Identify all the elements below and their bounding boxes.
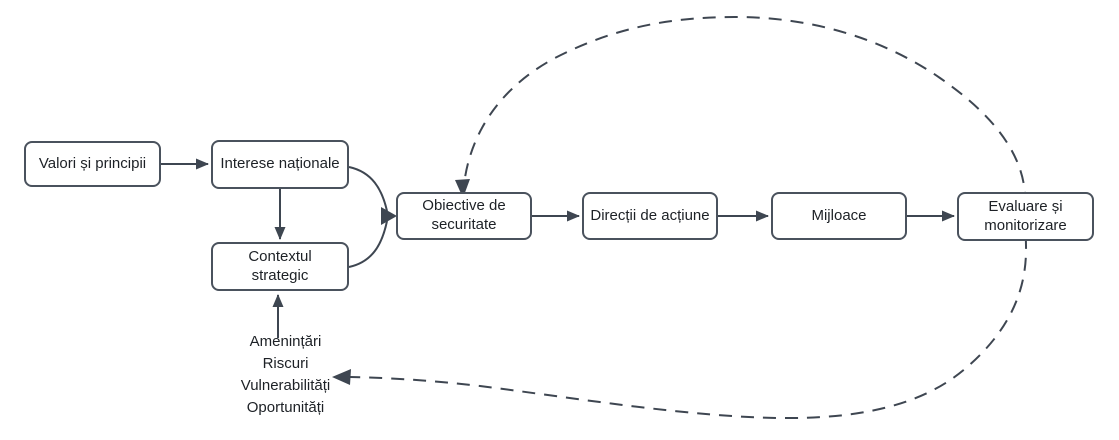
- node-mijloace: Mijloace: [771, 192, 907, 240]
- node-label: Obiective de securitate: [422, 197, 506, 233]
- threats-line: Amenințări: [249, 333, 322, 350]
- edge-contextul-to-obiective: [348, 220, 388, 268]
- threats-line: Riscuri: [262, 355, 309, 372]
- threats-risks-label: Amenințări Riscuri Vulnerabilități Oport…: [203, 331, 368, 419]
- edge-interese-to-obiective: [348, 166, 388, 212]
- node-label: Mijloace: [811, 206, 867, 224]
- node-interese-nationale: Interese naționale: [211, 140, 349, 189]
- merge-arrowhead: [381, 207, 397, 225]
- threats-line: Oportunități: [246, 399, 325, 416]
- node-label: Contextul strategic: [248, 247, 312, 284]
- node-label: Interese naționale: [220, 155, 340, 173]
- node-label: Direcții de acțiune: [590, 206, 710, 224]
- node-valori-si-principii: Valori și principii: [24, 141, 161, 187]
- node-directii-de-actiune: Direcții de acțiune: [582, 192, 718, 240]
- node-label: Evaluare și monitorizare: [984, 197, 1067, 234]
- node-obiective-de-securitate: Obiective de securitate: [396, 192, 532, 240]
- edge-evaluare-feedback-loop: [349, 15, 1028, 420]
- feedback-arrowhead-to-obiective: [455, 179, 470, 198]
- node-label: Valori și principii: [38, 154, 147, 172]
- node-evaluare-si-monitorizare: Evaluare și monitorizare: [957, 192, 1094, 241]
- feedback-arrowhead-to-threats: [332, 369, 351, 385]
- threats-line: Vulnerabilități: [240, 377, 331, 394]
- node-contextul-strategic: Contextul strategic: [211, 242, 349, 291]
